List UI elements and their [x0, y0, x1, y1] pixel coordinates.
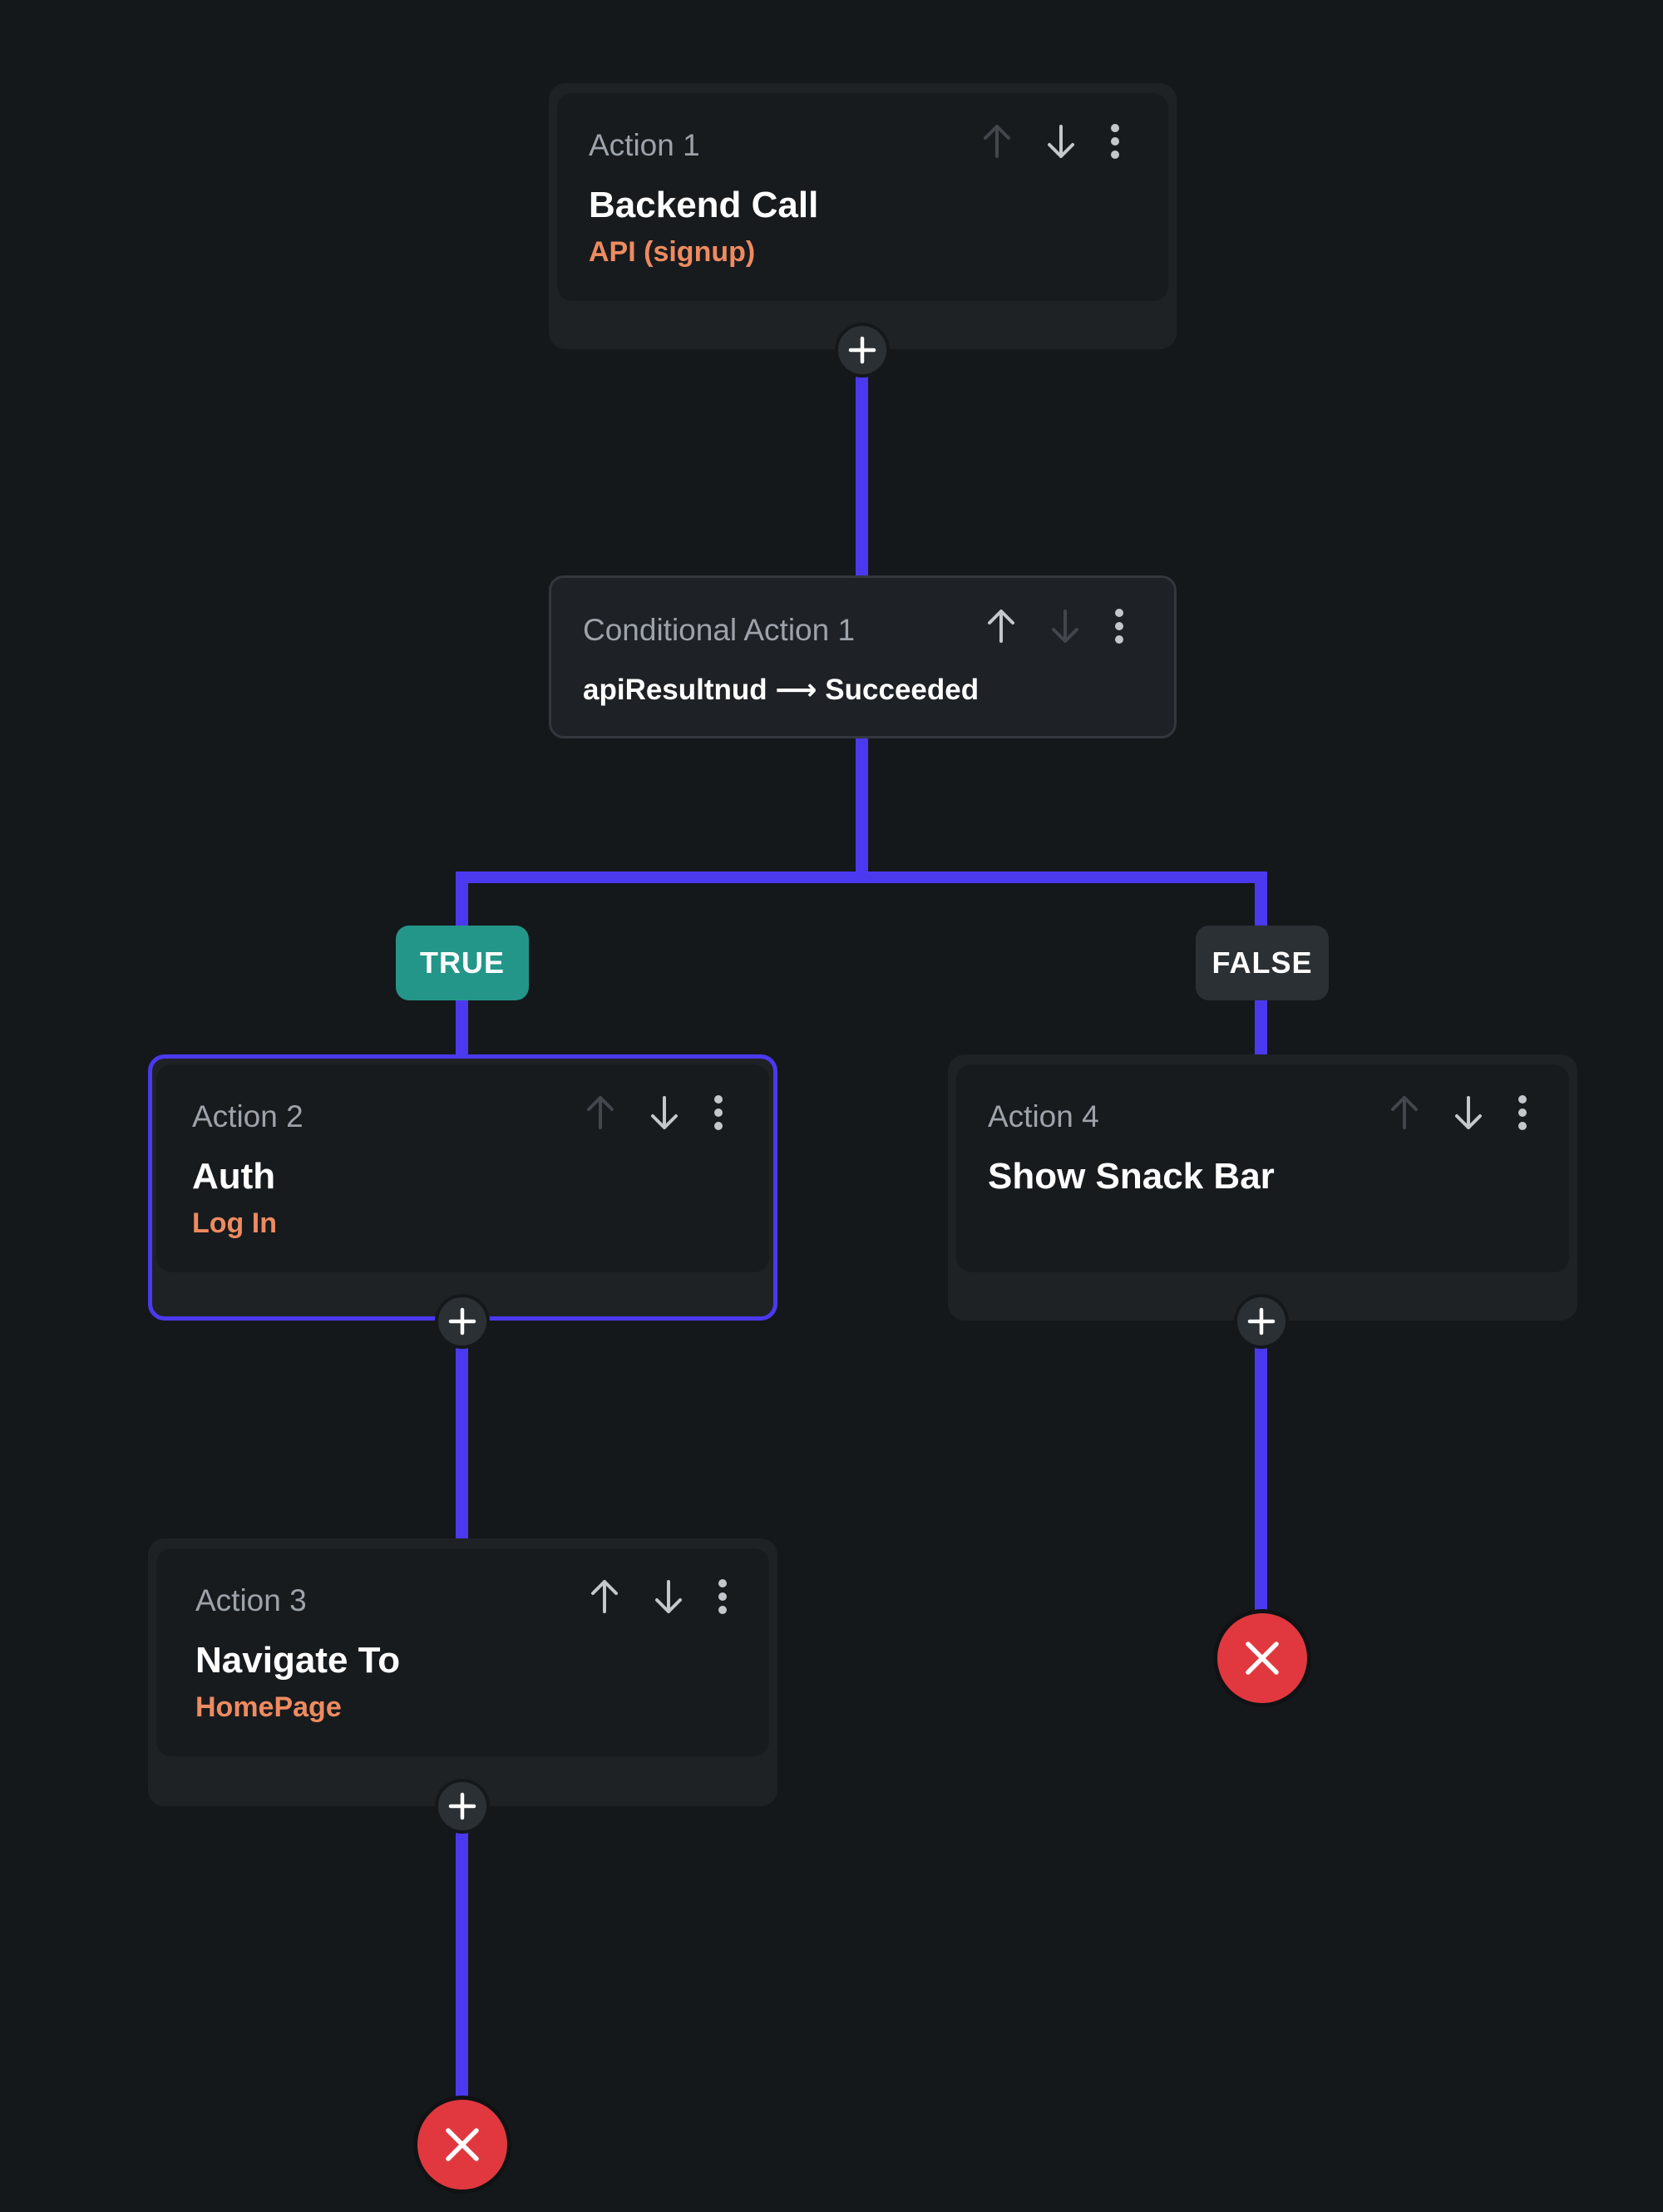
action-card-4-body[interactable]: Action 4 Show Snack Bar — [956, 1064, 1569, 1272]
add-action-button[interactable] — [435, 1294, 490, 1349]
plus-icon — [448, 1307, 476, 1336]
action-title: Auth — [192, 1156, 276, 1197]
add-action-button[interactable] — [1234, 1294, 1289, 1349]
terminate-button[interactable] — [413, 2096, 511, 2194]
action-label: Action 1 — [589, 128, 700, 162]
action-label: Action 4 — [988, 1099, 1099, 1133]
more-vert-icon[interactable] — [1099, 606, 1139, 646]
terminate-button[interactable] — [1213, 1609, 1311, 1707]
action-title: Show Snack Bar — [988, 1156, 1275, 1197]
arrow-down-icon[interactable] — [1041, 121, 1081, 161]
action-card-1-body[interactable]: Action 1 Backend Call API (signup) — [557, 93, 1168, 301]
conditional-label: Conditional Action 1 — [583, 613, 856, 647]
arrow-up-icon[interactable] — [580, 1093, 620, 1133]
action-subtitle: API (signup) — [589, 236, 756, 268]
true-branch-badge[interactable]: TRUE — [396, 926, 529, 1000]
close-icon — [446, 2128, 479, 2161]
action-label: Action 3 — [195, 1583, 307, 1617]
action-card-2-body[interactable]: Action 2 Auth Log In — [156, 1064, 769, 1272]
more-vert-icon[interactable] — [1095, 121, 1135, 161]
connector-action3-end — [456, 1829, 468, 2104]
more-vert-icon[interactable] — [698, 1093, 738, 1133]
arrow-up-icon[interactable] — [585, 1577, 624, 1617]
action-card-4[interactable]: Action 4 Show Snack Bar — [948, 1054, 1577, 1321]
false-branch-badge[interactable]: FALSE — [1196, 926, 1329, 1000]
plus-icon — [448, 1792, 476, 1820]
add-action-button[interactable] — [435, 1779, 490, 1834]
more-vert-icon[interactable] — [1503, 1093, 1542, 1133]
connector-action1-condition — [856, 374, 868, 578]
arrow-down-icon[interactable] — [649, 1577, 688, 1617]
close-icon — [1246, 1642, 1279, 1675]
arrow-up-icon[interactable] — [981, 606, 1021, 646]
conditional-action-card[interactable]: Conditional Action 1 apiResultnud ⟶ Succ… — [549, 575, 1177, 738]
connector-action2-action3 — [456, 1347, 468, 1538]
connector-branch-horizontal — [456, 871, 1266, 883]
condition-expression: apiResultnud ⟶ Succeeded — [583, 674, 980, 706]
arrow-down-icon[interactable] — [644, 1093, 684, 1133]
plus-icon — [848, 336, 876, 364]
action-title: Navigate To — [195, 1640, 401, 1681]
action-card-2[interactable]: Action 2 Auth Log In — [148, 1054, 777, 1321]
action-title: Backend Call — [589, 185, 819, 225]
more-vert-icon[interactable] — [703, 1577, 743, 1617]
action-subtitle: Log In — [192, 1207, 277, 1239]
add-action-button[interactable] — [835, 323, 890, 378]
action-subtitle: HomePage — [195, 1691, 342, 1723]
connector-action4-end — [1255, 1347, 1267, 1622]
arrow-down-icon[interactable] — [1045, 606, 1085, 646]
action-card-3-body[interactable]: Action 3 Navigate To HomePage — [156, 1548, 769, 1756]
arrow-up-icon[interactable] — [977, 121, 1017, 161]
action-card-3[interactable]: Action 3 Navigate To HomePage — [148, 1538, 777, 1806]
arrow-up-icon[interactable] — [1384, 1093, 1424, 1133]
connector-condition-split — [856, 736, 868, 881]
action-label: Action 2 — [192, 1099, 303, 1133]
action-card-1[interactable]: Action 1 Backend Call API (signup) — [549, 83, 1177, 349]
plus-icon — [1247, 1307, 1276, 1336]
arrow-down-icon[interactable] — [1448, 1093, 1488, 1133]
